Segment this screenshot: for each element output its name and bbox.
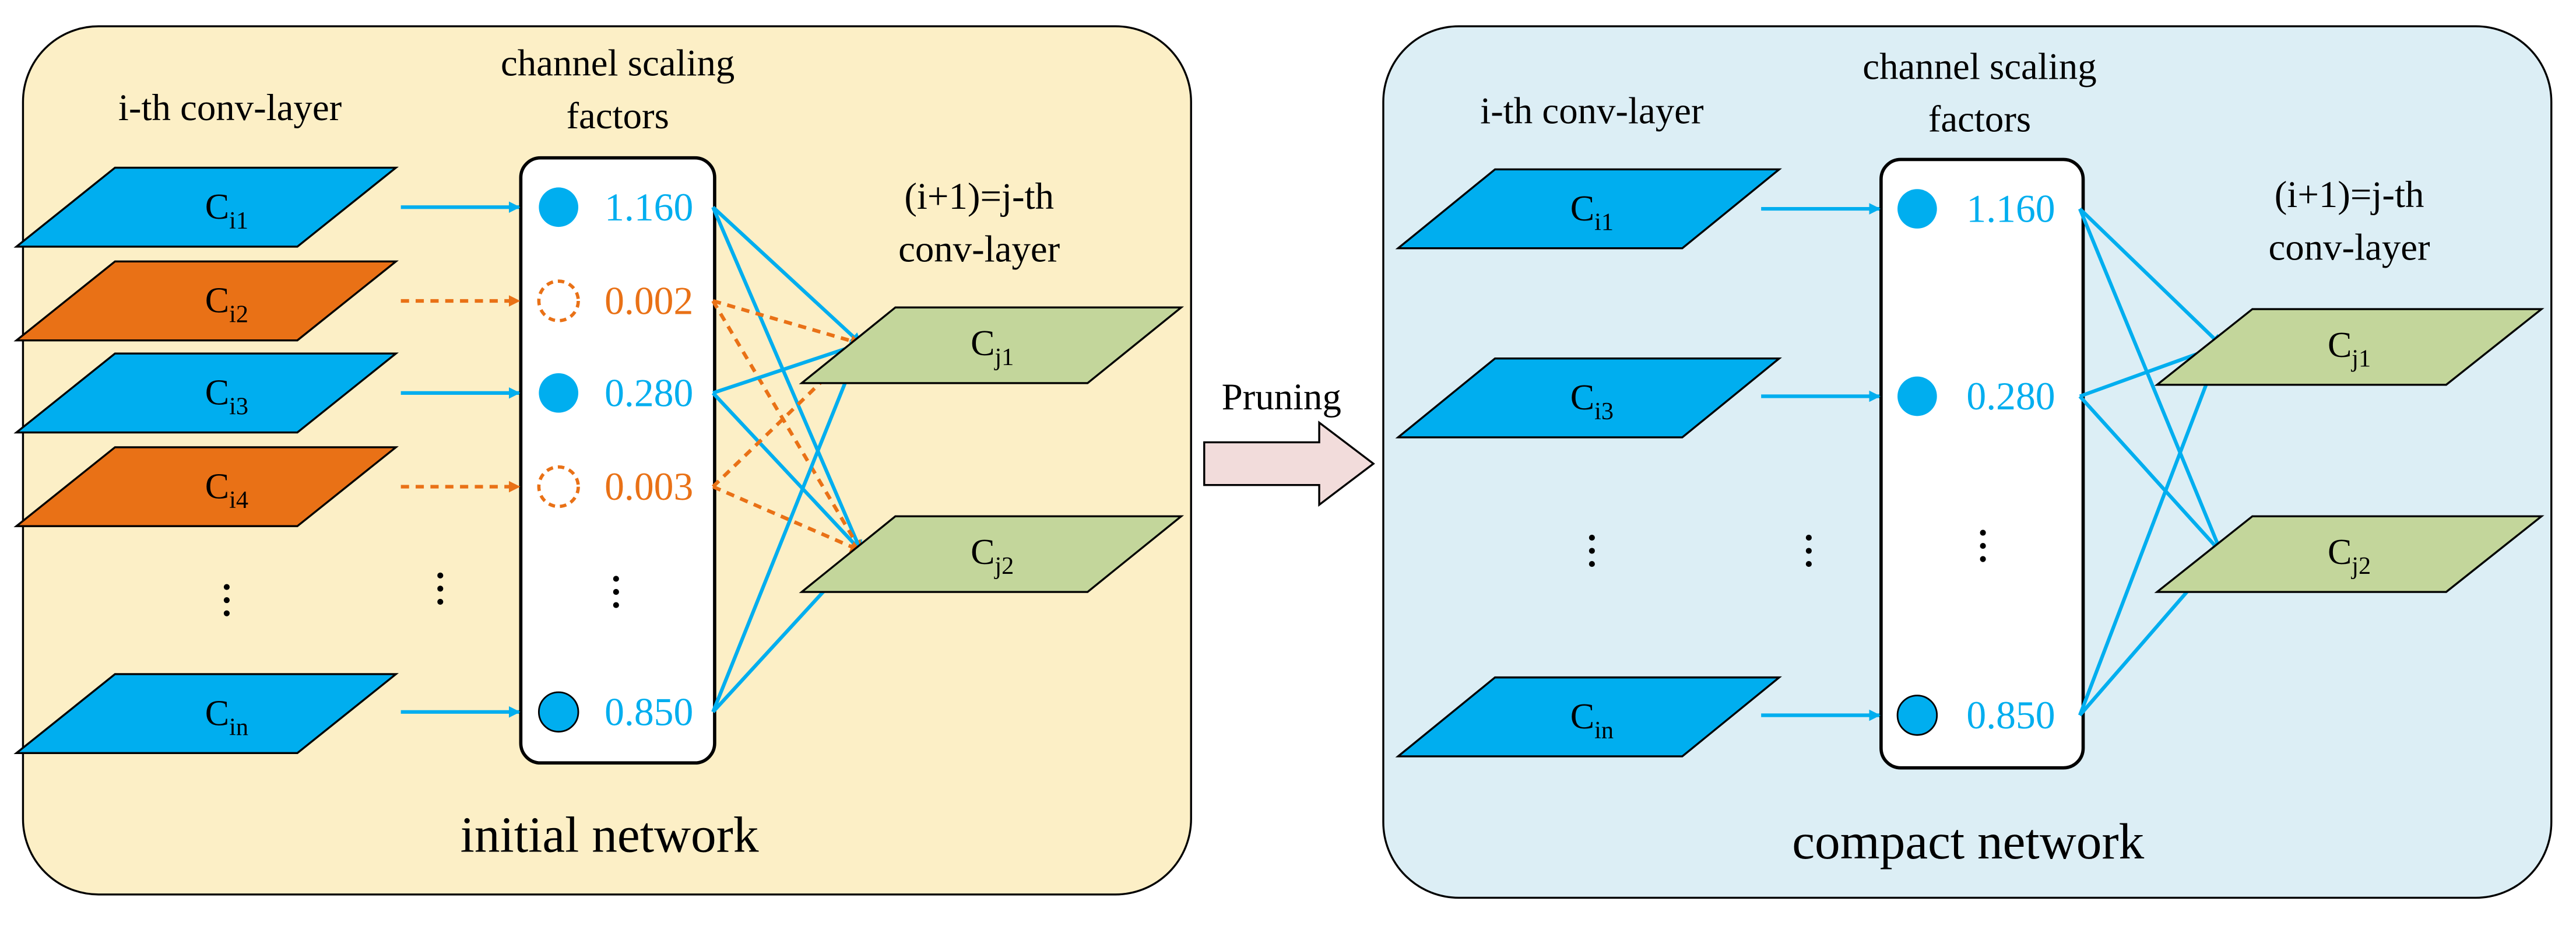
- conn-i1-j1: [2078, 207, 2223, 347]
- channel-label: Ci1: [1570, 189, 1614, 236]
- conn-i3-j1: [712, 341, 862, 395]
- next-channel-label: Cj1: [2328, 325, 2371, 373]
- initial-scaling-label-line2: factors: [566, 95, 669, 137]
- conn-in-j1: [2078, 344, 2223, 716]
- next-channel-label: Cj1: [971, 324, 1014, 371]
- vertical-ellipsis: [223, 584, 230, 616]
- conn-in-j1: [711, 342, 863, 713]
- conn-i4-j1: [711, 342, 862, 488]
- next-layer-feature-map: [2154, 515, 2545, 593]
- scaling-node-active: [539, 187, 579, 227]
- channel-feature-map: [1395, 357, 1782, 439]
- vertical-ellipsis: [613, 576, 619, 608]
- pruning-label: Pruning: [1222, 376, 1341, 418]
- scaling-factor-value: 1.160: [1966, 187, 2055, 231]
- channel-label: Cin: [205, 693, 248, 741]
- conn-i2-j1: [712, 299, 862, 346]
- channel-label: Ci3: [205, 373, 248, 420]
- compact-next-channel-j2: Cj2: [2154, 515, 2545, 593]
- vertical-ellipsis: [1980, 530, 1986, 562]
- scaling-node-active: [1897, 189, 1937, 229]
- scaling-node-active: [1897, 376, 1937, 416]
- initial-network-title: initial network: [461, 806, 759, 863]
- initial-connections: [711, 205, 863, 713]
- scaling-node-active: [537, 691, 579, 733]
- conn-i2-j2: [711, 300, 863, 552]
- initial-layer-i-label: i-th conv-layer: [118, 87, 342, 129]
- next-channel-label: Cj2: [971, 532, 1014, 580]
- compact-layer-i-label: i-th conv-layer: [1480, 90, 1704, 132]
- conn-i1-j2: [2078, 208, 2223, 554]
- channel-label: Ci2: [205, 281, 248, 328]
- next-layer-feature-map: [799, 306, 1185, 384]
- channel-feature-map: [13, 446, 399, 527]
- vertical-ellipsis: [437, 572, 444, 605]
- initial-network-panel: i-th conv-layer channel scaling factors …: [13, 25, 1192, 896]
- initial-channel-i2: Ci2 0.002: [13, 260, 693, 342]
- conn-i1-j2: [711, 206, 863, 552]
- initial-next-layer-label-line2: conv-layer: [898, 228, 1060, 270]
- scaling-node-pruned: [537, 465, 580, 509]
- scaling-node-active: [539, 373, 579, 413]
- compact-next-layer-label-line1: (i+1)=j-th: [2275, 174, 2424, 216]
- scaling-factor-value: 0.280: [1966, 374, 2055, 418]
- vertical-ellipsis: [1805, 534, 1812, 567]
- compact-network-panel: i-th conv-layer channel scaling factors …: [1382, 25, 2553, 899]
- next-channel-label: Cj2: [2328, 532, 2371, 580]
- initial-next-channel-j2: Cj2: [799, 515, 1185, 593]
- compact-next-channel-j1: Cj1: [2154, 308, 2545, 386]
- initial-channel-i1: Ci1 1.160: [13, 166, 693, 248]
- initial-next-layer-label-line1: (i+1)=j-th: [904, 176, 1054, 218]
- scaling-factor-value: 0.850: [1966, 693, 2055, 737]
- scaling-node-active: [1896, 695, 1938, 736]
- pruning-arrow-shape: [1203, 420, 1375, 507]
- scaling-factor-value: 1.160: [605, 185, 693, 229]
- conn-i3-j2: [2078, 395, 2223, 554]
- initial-ellipsis-row: [223, 572, 619, 616]
- compact-next-layer-label-line2: conv-layer: [2269, 226, 2431, 268]
- compact-scaling-factor-box: [1879, 157, 2085, 770]
- compact-channel-i3: Ci3 0.280: [1395, 357, 2055, 439]
- channel-label: Ci1: [205, 187, 248, 234]
- next-layer-feature-map: [2154, 308, 2545, 386]
- scaling-factor-value: 0.003: [605, 465, 693, 509]
- initial-channel-i4: Ci4 0.003: [13, 446, 693, 527]
- channel-feature-map: [13, 673, 399, 755]
- initial-scaling-factor-box: [519, 156, 716, 765]
- scaling-factor-value: 0.280: [605, 371, 693, 415]
- channel-feature-map: [1395, 168, 1782, 250]
- compact-channel-i1: Ci1 1.160: [1395, 168, 2055, 250]
- compact-scaling-label-line1: channel scaling: [1862, 45, 2096, 87]
- channel-label: Cin: [1570, 697, 1614, 744]
- compact-channel-in: Cin 0.850: [1395, 676, 2055, 758]
- vertical-ellipsis: [1589, 534, 1595, 567]
- pruning-arrow: Pruning: [1203, 376, 1375, 507]
- initial-channel-i3: Ci3 0.280: [13, 352, 693, 434]
- initial-next-channel-j1: Cj1: [799, 306, 1185, 384]
- conn-i1-j1: [712, 205, 862, 345]
- channel-feature-map: [13, 166, 399, 248]
- compact-scaling-label-line2: factors: [1928, 99, 2031, 141]
- scaling-factor-value: 0.850: [605, 690, 693, 734]
- scaling-factor-value: 0.002: [605, 279, 693, 323]
- initial-channel-in: Cin 0.850: [13, 673, 693, 755]
- scaling-node-pruned: [537, 279, 580, 322]
- initial-scaling-label-line1: channel scaling: [501, 43, 735, 85]
- channel-feature-map: [13, 260, 399, 342]
- compact-ellipsis-row: [1589, 530, 1986, 567]
- conn-i3-j2: [711, 391, 863, 552]
- channel-label: Ci3: [1570, 378, 1614, 425]
- channel-feature-map: [13, 352, 399, 434]
- channel-label: Ci4: [205, 467, 248, 514]
- channel-feature-map: [1395, 676, 1782, 758]
- next-layer-feature-map: [799, 515, 1185, 593]
- compact-network-title: compact network: [1792, 813, 2144, 870]
- conn-i4-j2: [712, 485, 862, 553]
